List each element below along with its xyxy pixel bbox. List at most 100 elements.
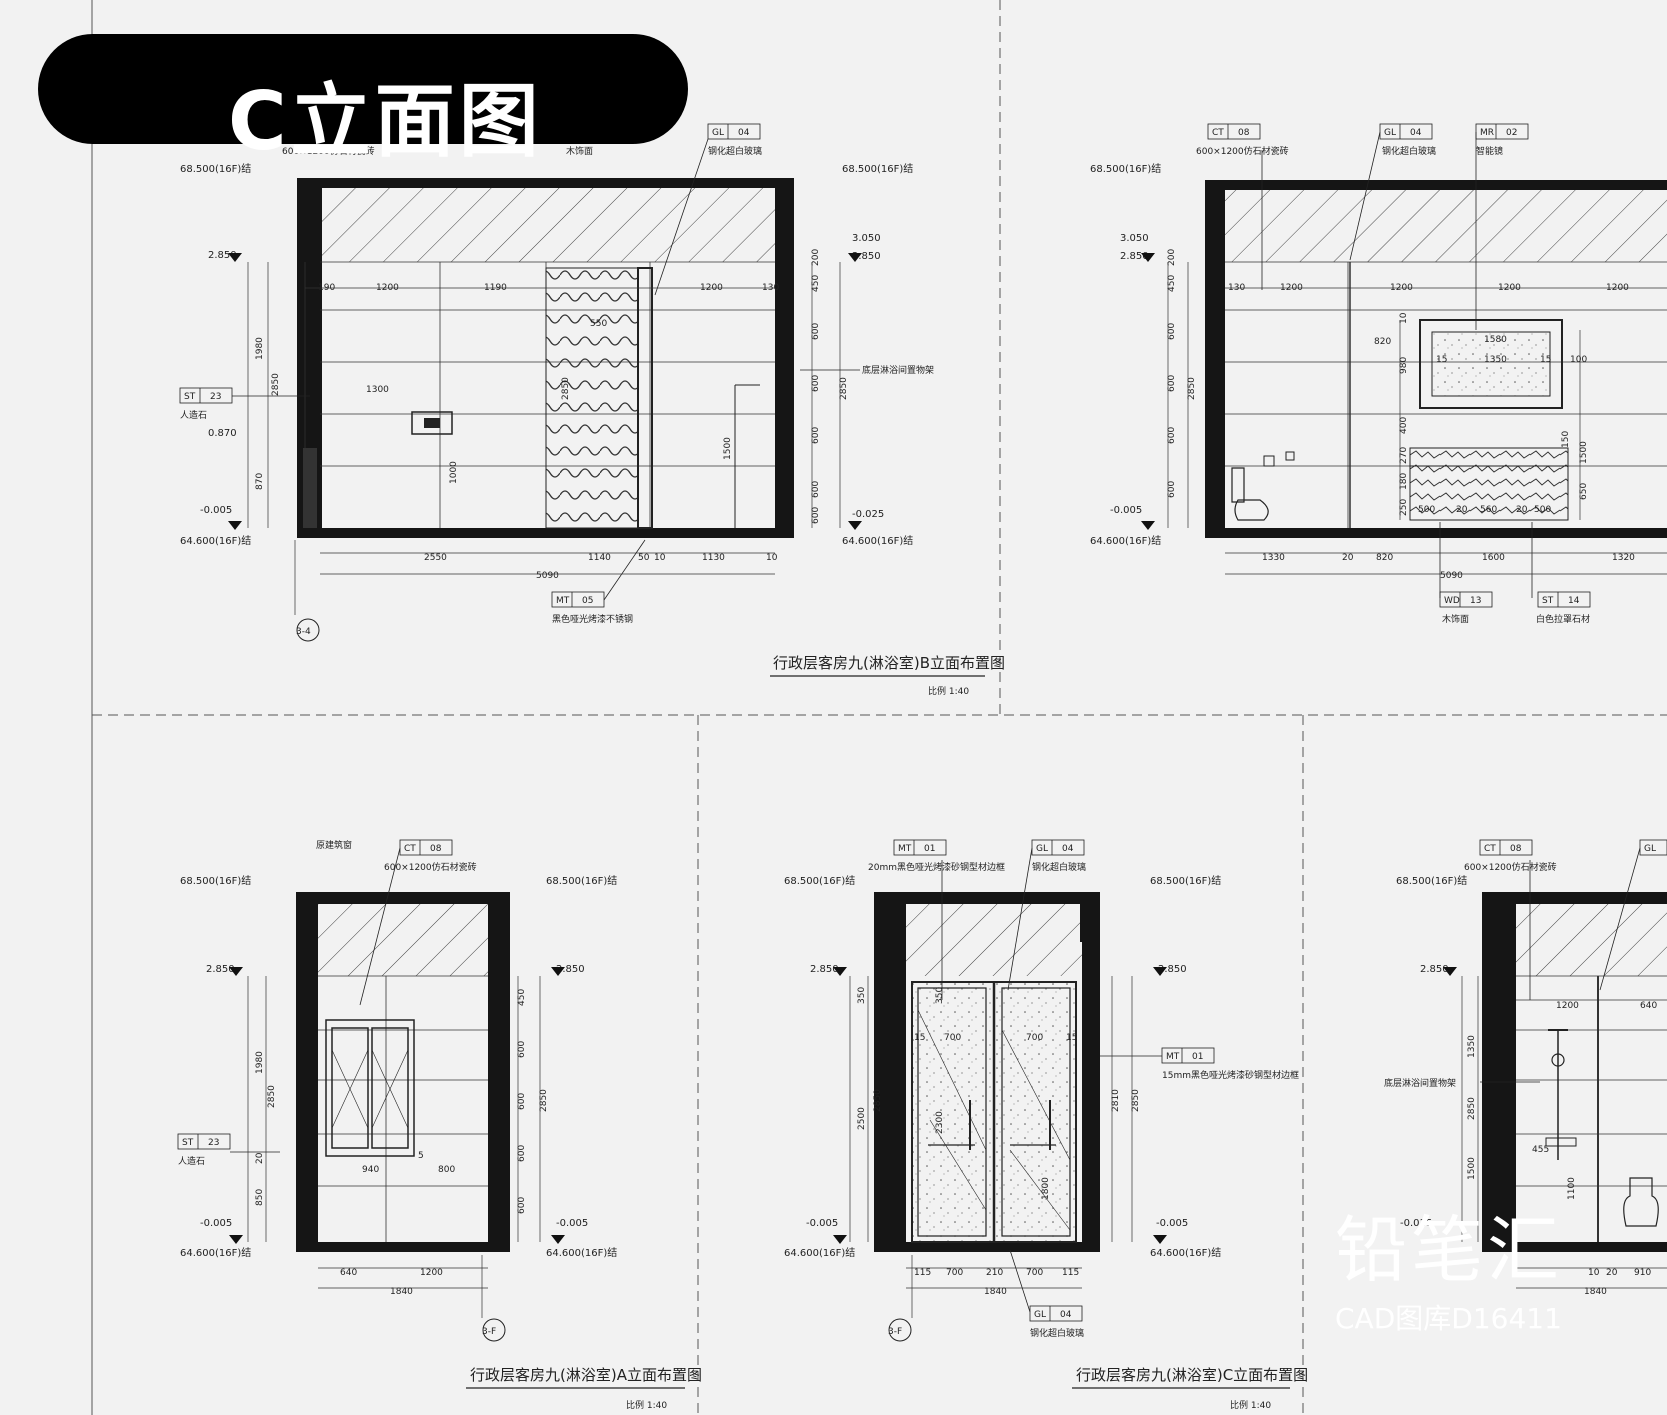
tag-mt1-code: MT — [898, 844, 912, 854]
dim-bottom-1: 20 — [1342, 553, 1354, 563]
dim-left-1: 2850 — [267, 1085, 277, 1108]
dim-inner-1: 800 — [438, 1165, 455, 1175]
dim-bottom-2: 910 — [1634, 1268, 1651, 1278]
level-bottom-right: 64.600(16F)结 — [842, 534, 913, 547]
dim-right-2: 600 — [811, 323, 821, 340]
dim-bottom-0: 640 — [340, 1268, 357, 1278]
tag-gl-note: 钢化超白玻璃 — [1032, 861, 1086, 873]
level-floor-right: -0.005 — [556, 1218, 588, 1229]
dim-bottom-4: 1130 — [702, 553, 725, 563]
dim-left-0: 1980 — [255, 337, 265, 360]
level-ceiling-b: 2.850 — [1120, 251, 1149, 262]
tag-mt1-num: 01 — [924, 844, 935, 854]
dim-right-7: 2850 — [839, 377, 849, 400]
dim-left-2: 20 — [255, 1152, 265, 1164]
dim-total: 5090 — [536, 571, 559, 581]
level-floor: -0.005 — [200, 505, 232, 516]
tag-wd-num: 13 — [1470, 596, 1481, 606]
dim-bottom-2: 50 — [638, 553, 650, 563]
tag-mt-note: 黑色哑光烤漆不锈钢 — [552, 613, 633, 625]
dim-inner-0: 455 — [1532, 1145, 1549, 1155]
dim-left-0: 200 — [1167, 249, 1177, 266]
page-title: C立面图 — [228, 75, 543, 168]
dim-right-4: 600 — [517, 1197, 527, 1214]
tag-ct-note: 600×1200仿石材瓷砖 — [1464, 861, 1557, 873]
panel-scale: 比例 1:40 — [626, 1399, 667, 1411]
dim-left-0: 350 — [857, 987, 867, 1004]
tag-st-num: 23 — [210, 392, 221, 402]
dim-right-1: 450 — [811, 275, 821, 292]
niche-shelf — [411, 411, 453, 435]
panel-scale: 比例 1:40 — [1230, 1399, 1271, 1411]
tag-mr: MR 02 智能镜 — [1475, 123, 1529, 330]
dim-top-0: 130 — [1228, 283, 1245, 293]
tag-ct-code: CT — [1484, 844, 1496, 854]
tag-wood: 木饰面 — [566, 145, 593, 157]
dim-right-1: 600 — [517, 1041, 527, 1058]
dim-bottom-2: 210 — [986, 1268, 1003, 1278]
dim-inner-4: 550 — [590, 319, 607, 329]
dim-right-0: 200 — [811, 249, 821, 266]
elevation-a: 原建筑窗 CT 08 600×1200仿石材瓷砖 ST 23 人造石 68.50… — [177, 839, 702, 1411]
dim-mirror-7: 10 — [1399, 312, 1409, 324]
dim-inner-5: 15 — [914, 1033, 925, 1043]
dim-mirror-5: 100 — [1570, 355, 1587, 365]
dim-bottom-1: 1200 — [420, 1268, 443, 1278]
dim-right-2: 600 — [517, 1093, 527, 1110]
dim-inner-0: 1300 — [366, 385, 389, 395]
dim-right-0: 450 — [517, 989, 527, 1006]
tag-st: ST 23 人造石 — [179, 387, 310, 421]
dim-mirror-9: 270 — [1399, 447, 1409, 464]
grid-bubble — [296, 618, 320, 642]
tag-gl: GL 04 钢化超白玻璃 — [654, 123, 762, 296]
tag-gl-num: 04 — [738, 128, 750, 138]
tag-niche: 底层淋浴间置物架 — [1384, 1077, 1456, 1089]
dim-top-1: 1200 — [376, 283, 399, 293]
dim-bottom-3: 10 — [654, 553, 666, 563]
level-ceiling-right: 2.850 — [1158, 964, 1187, 975]
dim-bottom-3: 1600 — [1482, 553, 1505, 563]
tag-gl-code: GL — [712, 128, 724, 138]
ceiling-slab-hatch — [320, 187, 775, 262]
tag-mr-code: MR — [1480, 128, 1494, 138]
level-floor-right: -0.005 — [1156, 1218, 1188, 1229]
tag-ct-code: CT — [404, 844, 416, 854]
tag-mr-num: 02 — [1506, 128, 1517, 138]
vanity-counter — [1409, 447, 1569, 521]
dim-right-1: 2850 — [1131, 1089, 1141, 1112]
tag-gl-num: 04 — [1062, 844, 1074, 854]
level-top: 68.500(16F)结 — [180, 874, 251, 887]
level-ceiling: 2.850 — [208, 250, 237, 261]
elevation-b: 600×1200仿石材瓷砖 木饰面 GL 04 钢化超白玻璃 ST 23 人造石… — [179, 123, 1005, 697]
dim-top-4: 130 — [762, 283, 779, 293]
tag-gl-note: 钢化超白玻璃 — [1382, 145, 1436, 157]
dim-left-1: 2500 — [857, 1107, 867, 1130]
dim-left-2: 2850 — [873, 1089, 883, 1112]
level-top-right: 68.500(16F)结 — [1150, 874, 1221, 887]
dim-right-1: 650 — [1579, 483, 1589, 500]
level-ceiling: 2.850 — [206, 964, 235, 975]
wall-right — [775, 178, 794, 538]
tag-gl: GL — [1599, 839, 1667, 991]
grid-bubble — [888, 1318, 912, 1342]
toilet-icon — [1231, 467, 1269, 521]
dim-vanity-1: 20 — [1456, 505, 1468, 515]
dim-inner-2: 2300 — [935, 1111, 945, 1134]
dim-inner-1: 1000 — [449, 461, 459, 484]
tag-gl2-num: 04 — [1060, 1310, 1072, 1320]
tag-niche: 底层淋浴间置物架 — [862, 364, 934, 376]
grid-label: 3-F — [888, 1327, 902, 1337]
grid-label: 3-4 — [296, 627, 311, 637]
level-bottom: 64.600(16F)结 — [1090, 534, 1161, 547]
dim-left-2: 870 — [255, 473, 265, 490]
tag-ct-note: 600×1200仿石材瓷砖 — [1196, 145, 1289, 157]
elevation-top-right: CT 08 600×1200仿石材瓷砖 GL 04 钢化超白玻璃 MR 02 智… — [1090, 123, 1667, 625]
dim-bottom-1: 1140 — [588, 553, 611, 563]
brand-subline: CAD图库D16411 — [1335, 1302, 1562, 1336]
tag-mt-code: MT — [556, 596, 570, 606]
dim-mirror-1: 1580 — [1484, 335, 1507, 345]
dim-left-3: 600 — [1167, 375, 1177, 392]
window — [325, 1019, 415, 1157]
tag-gl-code: GL — [1384, 128, 1396, 138]
sheet-frame — [91, 0, 1667, 1415]
